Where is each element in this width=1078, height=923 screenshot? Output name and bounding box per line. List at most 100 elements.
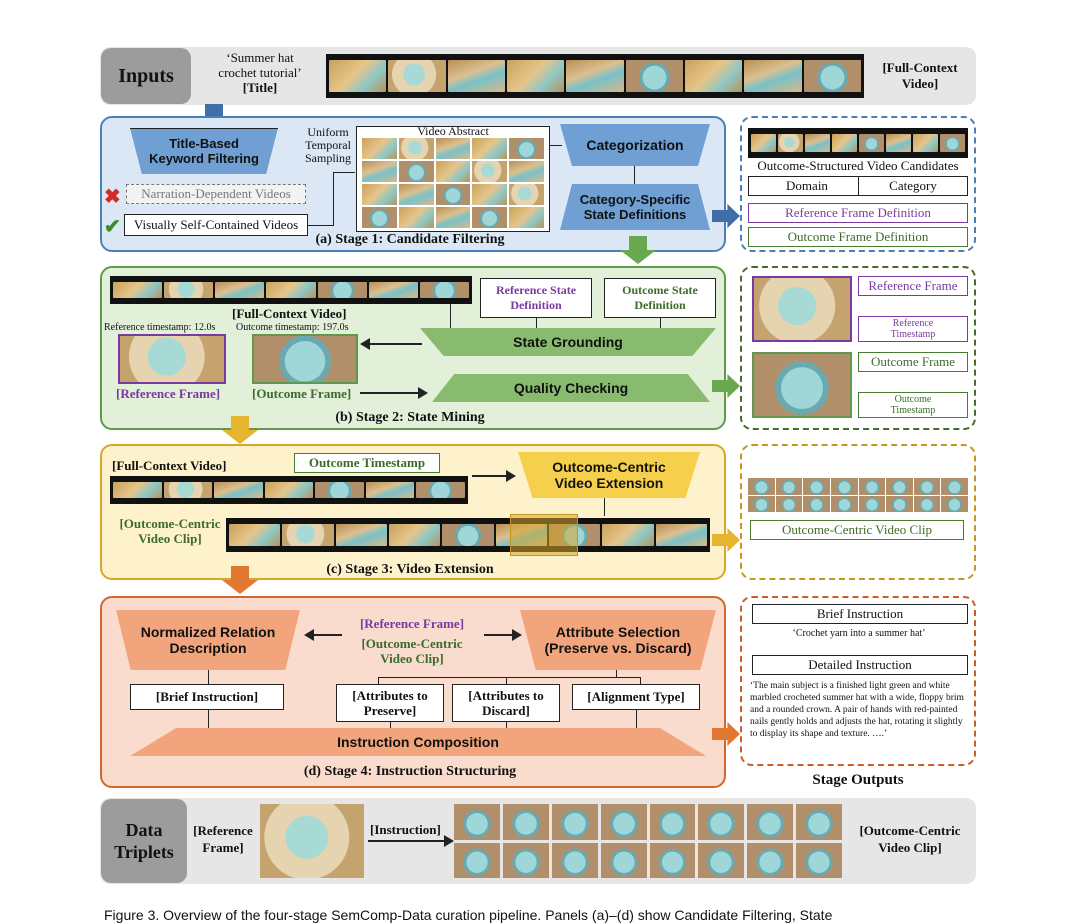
sampling-line1: Uniform — [307, 125, 349, 139]
discard-line2: Discard] — [482, 703, 530, 718]
thumb — [649, 804, 696, 840]
out-state-line2: Definition — [634, 298, 686, 312]
connector-line — [536, 318, 537, 328]
thumb — [362, 161, 397, 182]
out3-frames — [748, 478, 968, 512]
film-frame — [602, 524, 654, 546]
stage3-caption: (c) Stage 3: Video Extension — [326, 562, 494, 577]
film-frame — [113, 282, 163, 298]
stage3-clip-line1: [Outcome-Centric — [119, 516, 221, 531]
thumb — [858, 478, 886, 495]
thumb — [775, 495, 803, 512]
out-state-line1: Outcome State — [622, 283, 698, 297]
ref-state-line1: Reference State — [495, 283, 577, 297]
keyword-line2: Keyword Filtering — [149, 151, 259, 166]
stage2-out-frame-label: [Outcome Frame] — [252, 386, 352, 401]
arrow-right-small-icon — [512, 629, 522, 641]
triplets-clip-line1: [Outcome-Centric — [859, 823, 961, 838]
film-frame — [229, 524, 281, 546]
inputs-label: Inputs — [101, 48, 191, 104]
film-frame — [886, 134, 911, 152]
stage4-output-panel — [740, 596, 976, 766]
arrow-right-small-icon — [506, 470, 516, 482]
film-frame — [388, 60, 446, 92]
thumb — [747, 842, 794, 878]
connector-line — [634, 166, 635, 184]
film-frame — [317, 282, 367, 298]
thumb — [796, 842, 842, 878]
connector-line — [472, 475, 508, 477]
out-frame-thumb — [252, 334, 358, 384]
arrow-right-small-icon — [444, 835, 454, 847]
title-tag: [Title] — [242, 80, 278, 95]
connector-line — [333, 172, 334, 226]
thumb — [748, 478, 775, 495]
thumb — [472, 161, 508, 182]
film-frame — [803, 60, 861, 92]
thumb — [600, 804, 647, 840]
connector-line — [312, 634, 342, 636]
thumb — [472, 184, 508, 205]
title-text-line1: ‘Summer hat — [226, 50, 294, 65]
connector-line — [208, 670, 209, 684]
norm-line2: Description — [169, 640, 247, 656]
connector-line — [308, 225, 334, 226]
connector-line — [360, 392, 420, 394]
arrow-left-icon — [304, 629, 314, 641]
instruction-composition-box: Instruction Composition — [130, 728, 706, 756]
thumb — [398, 161, 434, 182]
alignment-type-box: [Alignment Type] — [572, 684, 700, 710]
out1-film-strip — [748, 128, 968, 158]
thumb — [435, 138, 471, 159]
stage4-caption: (d) Stage 4: Instruction Structuring — [303, 764, 517, 779]
thumb — [803, 495, 830, 512]
film-frame — [625, 60, 683, 92]
film-frame — [163, 482, 213, 498]
film-frame — [447, 60, 505, 92]
state-grounding-box: State Grounding — [420, 328, 716, 356]
thumb — [941, 478, 968, 495]
thumb — [913, 478, 941, 495]
connector-line — [506, 677, 507, 685]
out4-detailed-text: ‘The main subject is a finished light gr… — [750, 681, 964, 739]
film-frame — [805, 134, 830, 152]
figure-caption: Figure 3. Overview of the four-stage Sem… — [104, 907, 833, 923]
out1-category: Category — [858, 176, 968, 196]
ref-frame-thumb — [120, 336, 224, 382]
norm-line1: Normalized Relation — [140, 624, 276, 640]
connector-line — [390, 722, 391, 728]
thumb — [830, 478, 858, 495]
out2-out-image — [752, 352, 852, 418]
category-state-line1: Category-Specific — [579, 192, 691, 207]
stage4-clip-line1: [Outcome-Centric — [361, 636, 463, 651]
thumb — [398, 184, 434, 205]
out4-brief-title: Brief Instruction — [752, 604, 968, 624]
sampling-line3: Sampling — [304, 151, 351, 165]
category-state-line2: State Definitions — [583, 207, 687, 222]
thumb — [803, 478, 830, 495]
triplets-line2: Triplets — [114, 842, 174, 862]
triplets-clip: [Outcome-Centric Video Clip] — [848, 822, 972, 856]
thumb — [747, 804, 794, 840]
attr-line1: Attribute Selection — [555, 624, 681, 640]
connector-line — [506, 722, 507, 728]
extension-line1: Outcome-Centric — [552, 459, 666, 475]
stage2-out-ts: Outcome timestamp: 197.0s — [236, 322, 349, 333]
thumb — [698, 842, 745, 878]
out1-domain: Domain — [748, 176, 866, 196]
triplets-ref: [Reference Frame] — [188, 822, 258, 856]
thumb — [472, 207, 508, 228]
stage2-output-panel — [740, 266, 976, 430]
preserve-line1: [Attributes to — [352, 688, 428, 703]
thumb — [941, 495, 968, 512]
stage3-film-strip — [110, 476, 468, 504]
ref-state-line2: Definition — [510, 298, 562, 312]
film-frame — [419, 282, 469, 298]
visual-box: Visually Self-Contained Videos — [124, 214, 308, 236]
discard-line1: [Attributes to — [468, 688, 544, 703]
